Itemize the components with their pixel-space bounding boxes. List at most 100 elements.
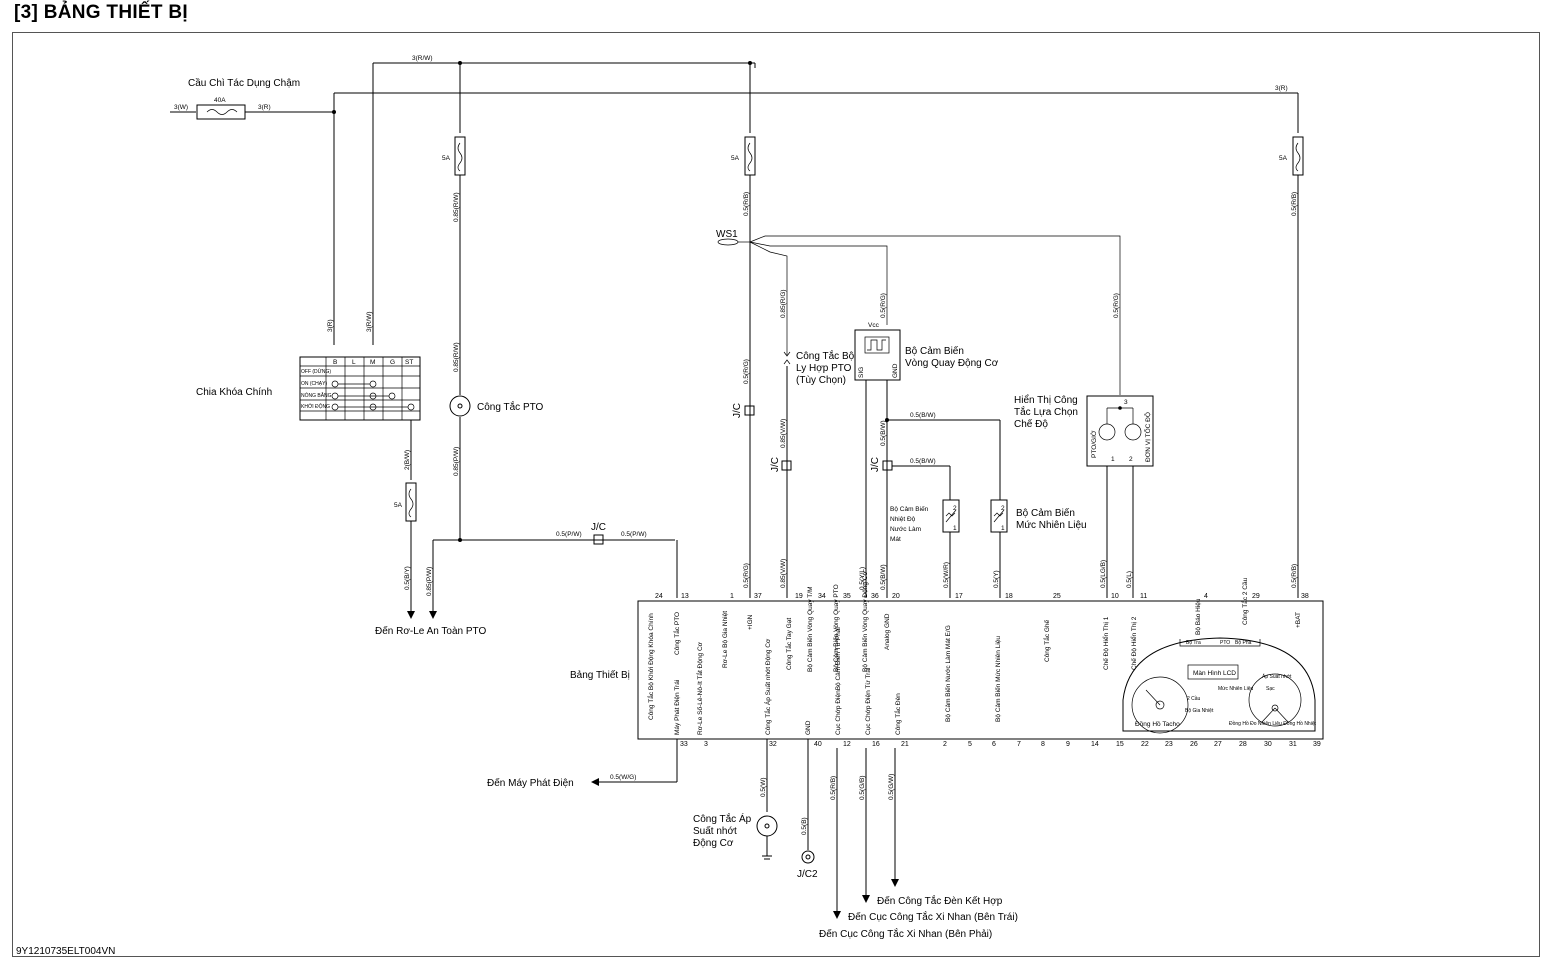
wire-label: 0.85(P/W) (426, 567, 433, 596)
pin-label: Công Tắc Bộ Khởi Động Khóa Chính (646, 613, 655, 720)
pin-label: Chế Độ Hiển Thị 2 (1129, 616, 1138, 670)
pin-number: 9 (1066, 741, 1070, 748)
pin-number: 4 (1204, 593, 1208, 600)
indicator-label: Bộ Tra (1186, 640, 1201, 646)
wire-label: 0.85(R/W) (453, 192, 460, 222)
wire-label: 0.5(R/G) (743, 563, 750, 588)
pin-number: 34 (818, 593, 826, 600)
ignition-row: OFF (DỪNG) (301, 368, 331, 375)
pin-number: 3 (704, 741, 708, 748)
pin-label: Bộ Báo Hiệu (1195, 598, 1202, 635)
wire-label: 0.5(B/W) (880, 564, 887, 590)
ws1-harness: WS1 0.5(R/G) 0.5(R/G) 0.85(R/G) (716, 229, 1121, 395)
indicator-label: Áp Suất nhớt (1262, 673, 1292, 680)
jc-label: J/C (732, 403, 743, 418)
wire-label: 0.5(G/B) (859, 775, 866, 800)
pto-clutch-label: Ly Hợp PTO (796, 363, 852, 374)
jc-label: J/C (870, 457, 881, 472)
wire-label: 0.5(W/G) (610, 774, 636, 781)
pin-number: 39 (1313, 741, 1321, 748)
wire-label: 0.5(L) (1126, 571, 1133, 588)
wire-label: 0.5(Y) (993, 570, 1000, 588)
pto-clutch-label: (Tùy Chọn) (796, 375, 846, 386)
wire-label: 0.5(R/B) (1291, 564, 1298, 588)
pin-number: 19 (795, 593, 803, 600)
gauge-label: Đồng Hồ Đo Nhiên Liệu Đồng Hồ Nhiệt (1229, 721, 1317, 727)
fuel-level-sensor: 2 1 Bộ Cảm Biến Mức Nhiên Liệu 0.5(Y) (990, 499, 1087, 598)
ignition-row: KHỞI ĐỘNG (301, 403, 330, 410)
pin-label: Máy Phát Điện Trái (674, 680, 681, 735)
wire-label: 0.5(R/G) (880, 293, 887, 318)
wire-label: 0.5(R/G) (1113, 293, 1120, 318)
switch-label: Chế Độ (1014, 418, 1048, 430)
wire-label: 3(R) (1275, 85, 1288, 92)
switch-pin: 2 (1129, 456, 1133, 463)
pin-label: Công Tắc PTO (672, 612, 681, 655)
wire-label: 0.5(P/W) (556, 531, 582, 538)
sensor-pin: SIG (858, 367, 865, 378)
indicator-label: 2 Cầu (1187, 696, 1201, 702)
sensor-pin: Vcc (868, 322, 880, 329)
wire-label: 3(R/W) (366, 311, 373, 332)
pin-label: Bộ Cảm Biến Vòng Quay T/M (805, 586, 814, 672)
fuse-main-label: Cầu Chì Tác Dụng Chậm (188, 77, 300, 89)
dest-generator: Đến Máy Phát Điện (487, 777, 574, 789)
fuse-5a-bat: 5A 0.5(R/B) 0.5(R/B) (1279, 136, 1304, 598)
sensor-label: Mát (890, 536, 901, 543)
ignition-row: NÓNG BẰNG (301, 391, 332, 399)
pin-label: Rơ-Le Bộ Gia Nhiệt (722, 611, 729, 668)
pin-number: 26 (1190, 741, 1198, 748)
coolant-temp-sensor: 2 1 Bộ Cảm Biến Nhiệt Độ Nước Làm Mát 0.… (890, 499, 960, 598)
pin-number: 8 (1041, 741, 1045, 748)
fuse-rating: 5A (394, 502, 403, 509)
pto-switch-label: Công Tắc PTO (477, 400, 544, 413)
pin-label: Chế Độ Hiển Thị 1 (1101, 616, 1110, 670)
wire-label: 0.5(B/W) (880, 420, 887, 446)
pin-number: 18 (1005, 593, 1013, 600)
pin-number: 25 (1053, 593, 1061, 600)
pin-number: 14 (1091, 741, 1099, 748)
main-fuse: Cầu Chì Tác Dụng Chậm 40A 3(W) 3(R) (170, 77, 336, 120)
oil-switch-label: Suất nhớt (693, 825, 737, 837)
wire-label: 0.5(R/B) (743, 192, 750, 216)
fuse-rating: 5A (731, 155, 740, 162)
mode-display-switch: 3 PTO/GIỜ ĐƠN VỊ TỐC ĐỘ 1 2 Hiển Thị Côn… (1014, 394, 1154, 598)
ignition-col: ST (405, 359, 413, 366)
wire-label: 0.85(P/W) (453, 447, 460, 476)
page-title: [3] BẢNG THIẾT BỊ (14, 2, 188, 23)
pin-label: +BAT (1295, 612, 1302, 628)
wire-label: 0.5(W) (760, 778, 767, 798)
pin-label: Bộ Cảm Biến Vòng Quay Động Cơ (860, 571, 869, 672)
wire-label: 0.5(R/G) (743, 359, 750, 384)
diagram-frame (12, 32, 1540, 957)
gauge-label: Đồng Hồ Tacho (1135, 719, 1180, 728)
sensor-label: Mức Nhiên Liệu (1016, 520, 1087, 531)
pin-number: 15 (1116, 741, 1124, 748)
pin-label: Công Tắc Tay Gạt (784, 618, 793, 670)
pin-number: 24 (655, 593, 663, 600)
ignition-col: M (370, 359, 375, 366)
pin-label: Cục Chớp ĐiệnBộ Cảm Biến Từ Phải (833, 627, 842, 735)
lower-connections: 0.5(W/G) Đến Máy Phát Điện 0.5(W) Công T… (487, 739, 1018, 940)
wire-label: 0.5(B) (801, 817, 808, 835)
ignition-col: B (333, 359, 337, 366)
jc-label: J/C (770, 457, 781, 472)
sensor-pin: 1 (953, 525, 957, 532)
fuse-rating: 40A (214, 97, 226, 104)
pin-label: Công Tắc Ghế (1042, 619, 1051, 662)
fuse-rating: 5A (442, 155, 451, 162)
pto-relay-dest: Đến Rơ-Le An Toàn PTO (375, 625, 486, 637)
pin-label: +IGN (747, 614, 754, 630)
pin-number: 10 (1111, 593, 1119, 600)
switch-pin: 1 (1111, 456, 1115, 463)
pin-label: Analog GND (884, 613, 891, 650)
oil-switch-label: Động Cơ (693, 838, 734, 849)
pin-number: 27 (1214, 741, 1222, 748)
pin-label: Bộ Cảm Biến Mức Nhiên Liệu (993, 636, 1002, 722)
wire-label: 0.5(W/R) (943, 562, 950, 588)
sensor-label: Nhiệt Độ (890, 516, 916, 523)
lcd-label: Màn Hình LCD (1193, 670, 1236, 677)
switch-label: Hiển Thị Công (1014, 394, 1078, 406)
pin-label: GND (805, 720, 812, 735)
